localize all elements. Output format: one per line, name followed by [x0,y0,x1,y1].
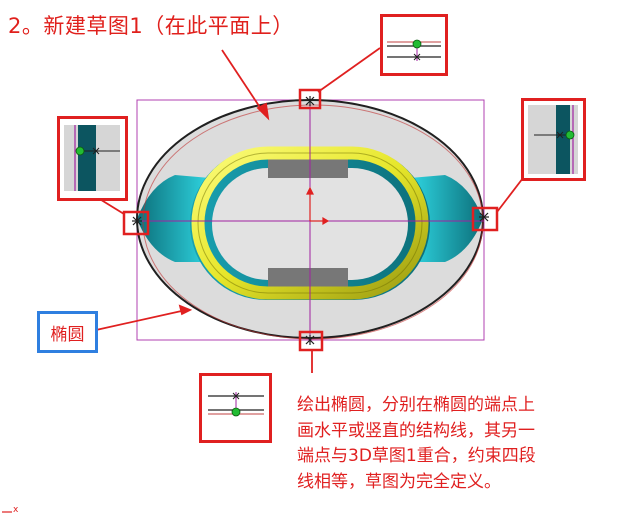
end-point-icon [565,130,575,140]
callout-top [380,14,448,76]
end-point-icon [75,146,85,156]
end-point-icon [231,407,241,417]
note-line-4: 线相等，草图为完全定义。 [297,471,501,492]
bottom-endpoint-highlight [298,330,324,352]
note-line-3: 端点与3D草图1重合，约束四段 [297,446,536,466]
callout-right [521,98,586,181]
end-point-icon [412,39,422,49]
right-endpoint-highlight [471,206,499,232]
origin-axes-icon [306,186,330,226]
callout-bottom [199,373,272,443]
asterisk-icon [132,96,489,345]
ellipse-label-box: 椭圆 [37,311,98,353]
corner-axis-label: x [13,505,19,515]
note-line-2: 画水平或竖直的结构线，其另一 [297,420,535,441]
ellipse-label: 椭圆 [50,324,85,345]
top-endpoint-highlight [298,88,322,110]
explanation-note: 绘出椭圆，分别在椭圆的端点上 画水平或竖直的结构线，其另一 端点与3D草图1重合… [297,393,609,495]
left-endpoint-highlight [122,210,150,236]
callout-left [57,116,128,201]
page-title: 2。新建草图1（在此平面上） [8,14,294,38]
note-line-1: 绘出椭圆，分别在椭圆的端点上 [297,395,535,415]
